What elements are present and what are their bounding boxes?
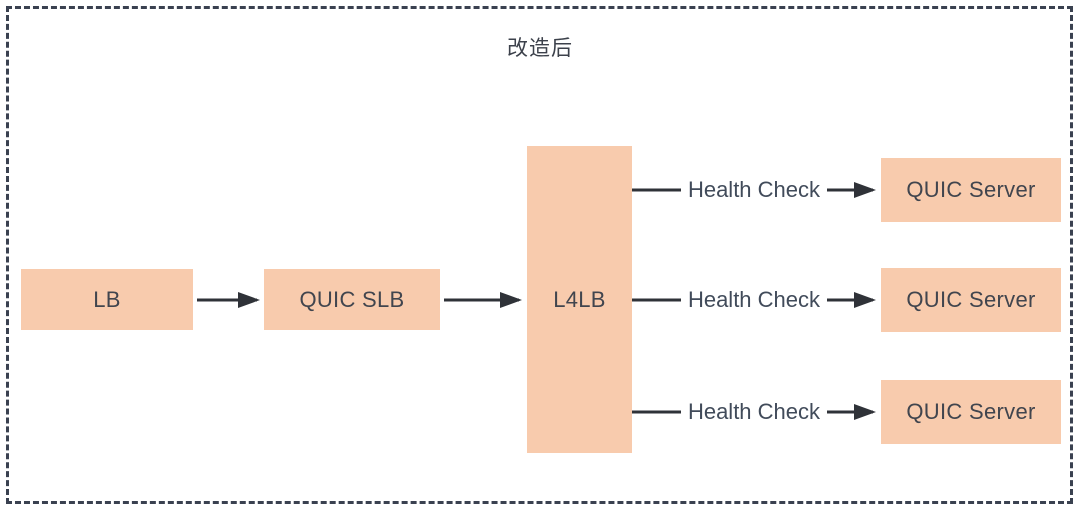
edge-label-health-check-2: Health Check <box>687 287 821 312</box>
node-quic-slb: QUIC SLB <box>264 269 440 330</box>
diagram-dashed-frame <box>6 6 1073 504</box>
node-quic-server-3: QUIC Server <box>881 380 1061 444</box>
edge-label-health-check-1: Health Check <box>687 177 821 202</box>
node-quic-server-1: QUIC Server <box>881 158 1061 222</box>
diagram-title: 改造后 <box>507 37 573 60</box>
node-lb: LB <box>21 269 193 330</box>
node-quic-server-2: QUIC Server <box>881 268 1061 332</box>
edge-label-health-check-3: Health Check <box>687 399 821 424</box>
node-l4lb: L4LB <box>527 146 632 453</box>
